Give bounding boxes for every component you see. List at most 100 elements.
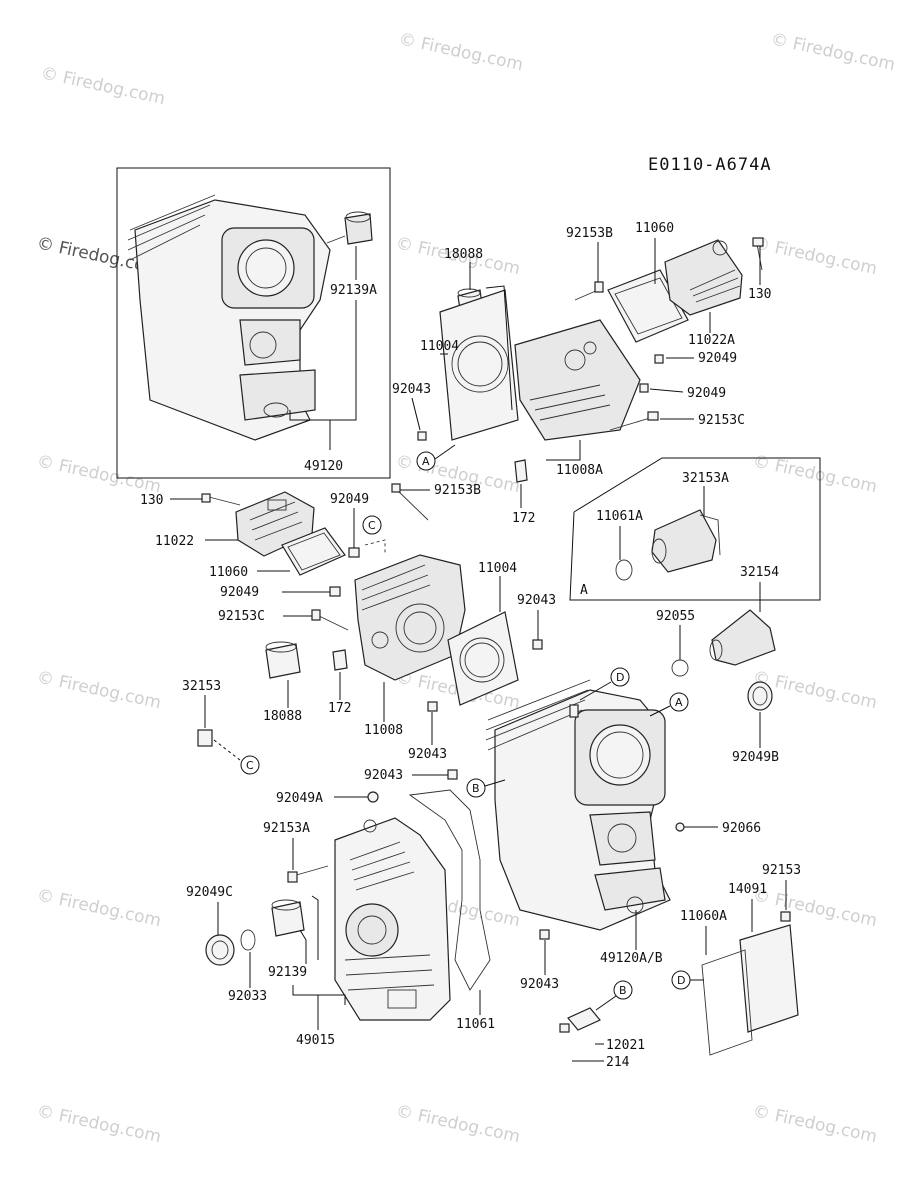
label-11060[interactable]: 11060 (635, 221, 674, 236)
inset-frame (116, 167, 391, 479)
label-92043[interactable]: 92043 (517, 593, 556, 608)
label-11022A[interactable]: 11022A (688, 333, 735, 348)
sub-assembly-label: A (580, 583, 588, 598)
label-11060A[interactable]: 11060A (680, 909, 727, 924)
bracket-32153 (197, 729, 213, 747)
label-92043[interactable]: 92043 (392, 382, 431, 397)
leader (484, 779, 506, 787)
watermark: © Firedog.com (751, 885, 879, 931)
label-92033[interactable]: 92033 (228, 989, 267, 1004)
label-32153[interactable]: 32153 (182, 679, 221, 694)
label-32153A[interactable]: 32153A (682, 471, 729, 486)
callout-C-label: C (368, 519, 376, 532)
leader (311, 895, 319, 960)
callout-B[interactable] (466, 778, 486, 798)
label-92153B[interactable]: 92153B (434, 483, 481, 498)
sub-assembly-box (569, 457, 821, 601)
label-92043[interactable]: 92043 (408, 747, 447, 762)
label-92043[interactable]: 92043 (520, 977, 559, 992)
callout-A-label: A (422, 455, 430, 468)
cover-plate-14091 (739, 924, 799, 1033)
label-14091[interactable]: 14091 (728, 882, 767, 897)
watermark: © Firedog.com (751, 233, 879, 279)
label-92153C[interactable]: 92153C (698, 413, 745, 428)
label-92043[interactable]: 92043 (364, 768, 403, 783)
leader (434, 444, 456, 460)
callout-C[interactable] (362, 515, 382, 535)
callout-B[interactable] (613, 980, 633, 1000)
label-11008A[interactable]: 11008A (556, 463, 603, 478)
label-92139[interactable]: 92139 (268, 965, 307, 980)
head-11008 (354, 554, 466, 681)
watermark: © Firedog.com (35, 885, 163, 931)
label-92049[interactable]: 92049 (698, 351, 737, 366)
callout-A[interactable] (416, 451, 436, 471)
leader (485, 285, 513, 411)
label-92139A[interactable]: 92139A (330, 283, 377, 298)
label-18088[interactable]: 18088 (263, 709, 302, 724)
label-92049C[interactable]: 92049C (186, 885, 233, 900)
label-49120AB[interactable]: 49120A/B (600, 951, 663, 966)
label-130[interactable]: 130 (140, 493, 163, 508)
label-92153B[interactable]: 92153B (566, 226, 613, 241)
watermark: © Firedog.com (394, 1101, 522, 1147)
leader (299, 929, 307, 964)
leader (292, 985, 346, 1005)
gasket-11060 (281, 527, 346, 576)
leader (595, 995, 617, 1011)
dowel-18088 (265, 641, 301, 679)
label-92049[interactable]: 92049 (330, 492, 369, 507)
callout-D-label: D (677, 974, 685, 987)
callout-D[interactable] (610, 667, 630, 687)
label-130[interactable]: 130 (748, 287, 771, 302)
label-214[interactable]: 214 (606, 1055, 630, 1070)
o-ring-92055 (671, 659, 689, 677)
label-92049[interactable]: 92049 (220, 585, 259, 600)
label-92066[interactable]: 92066 (722, 821, 761, 836)
label-12021[interactable]: 12021 (606, 1038, 645, 1053)
watermark: © Firedog.com (35, 667, 163, 713)
label-92049B[interactable]: 92049B (732, 750, 779, 765)
leader (579, 681, 612, 701)
watermark: © Firedog.com (39, 63, 167, 109)
callout-A[interactable] (669, 692, 689, 712)
crankcase-cover-49015 (334, 817, 451, 1021)
leader (289, 300, 357, 421)
label-11061[interactable]: 11061 (456, 1017, 495, 1032)
label-172[interactable]: 172 (328, 701, 351, 716)
leader (649, 388, 684, 393)
label-92049A[interactable]: 92049A (276, 791, 323, 806)
head-assembly-top (417, 237, 764, 483)
label-172[interactable]: 172 (512, 511, 535, 526)
callout-C-label: C (246, 759, 254, 772)
label-11004[interactable]: 11004 (478, 561, 517, 576)
watermark: © Firedog.com (769, 29, 897, 75)
bushing-92139 (271, 899, 305, 937)
label-49015[interactable]: 49015 (296, 1033, 335, 1048)
label-11022[interactable]: 11022 (155, 534, 194, 549)
leader (411, 397, 421, 431)
label-92055[interactable]: 92055 (656, 609, 695, 624)
label-11008[interactable]: 11008 (364, 723, 403, 738)
callout-B-label: B (472, 782, 480, 795)
inset-crankcase-drawing (127, 194, 373, 441)
label-92153A[interactable]: 92153A (263, 821, 310, 836)
label-92153[interactable]: 92153 (762, 863, 801, 878)
label-49120[interactable]: 49120 (304, 459, 343, 474)
label-11061A[interactable]: 11061A (596, 509, 643, 524)
label-92049[interactable]: 92049 (687, 386, 726, 401)
leader (649, 705, 671, 717)
label-11004[interactable]: 11004 (420, 339, 459, 354)
bolt-214 (559, 1023, 570, 1033)
label-92153C[interactable]: 92153C (218, 609, 265, 624)
label-18088[interactable]: 18088 (444, 247, 483, 262)
watermark: © Firedog.com (35, 451, 163, 497)
callout-A-label: A (675, 696, 683, 709)
watermark: © Firedog.com (397, 29, 525, 75)
o-ring-11061A (615, 559, 633, 581)
callout-C[interactable] (240, 755, 260, 775)
seal-92049C (205, 934, 235, 966)
label-11060[interactable]: 11060 (209, 565, 248, 580)
label-32154[interactable]: 32154 (740, 565, 779, 580)
